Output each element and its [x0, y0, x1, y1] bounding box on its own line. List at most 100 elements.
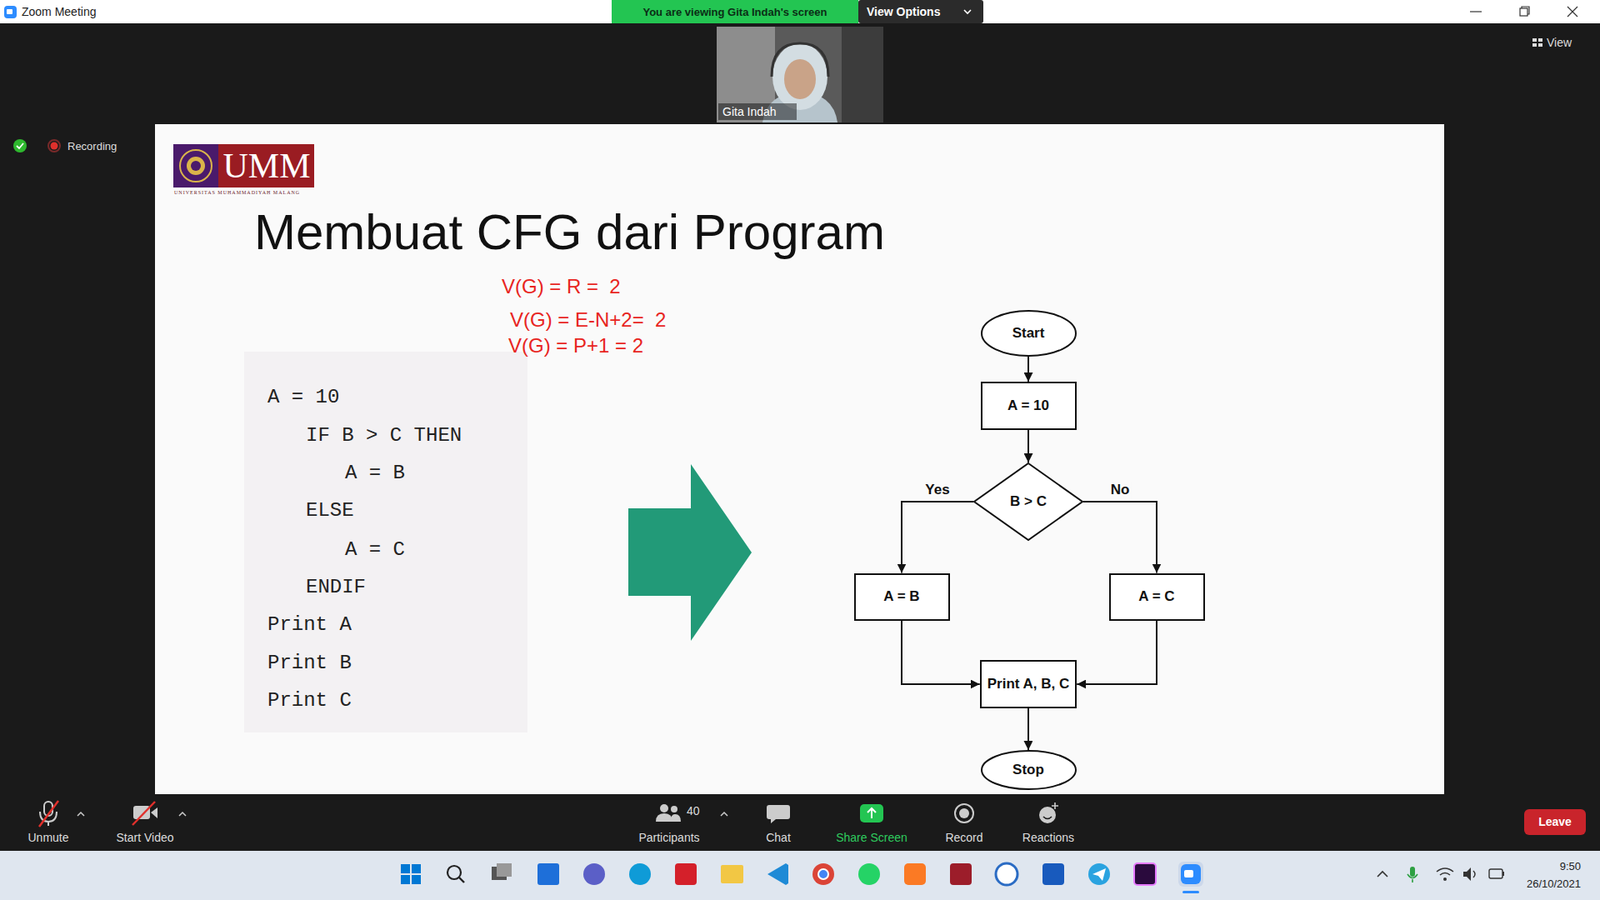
logo-text: UMM — [222, 145, 310, 186]
view-button: View — [1546, 35, 1572, 50]
code-line: IF B > C THEN — [305, 424, 462, 447]
record-icon — [955, 804, 974, 823]
logo-emblem — [180, 150, 212, 182]
flow-connector — [1027, 430, 1030, 463]
node-text: Print A, B, C — [987, 675, 1070, 693]
security-icon — [13, 139, 27, 153]
minimize-button — [1470, 10, 1482, 12]
headset — [771, 43, 829, 77]
search-icon — [459, 877, 465, 883]
windows-icon — [400, 864, 421, 885]
tray-wifi — [1436, 868, 1454, 875]
share-icon — [860, 804, 884, 823]
telegram-icon — [1092, 868, 1106, 881]
mendeley-icon — [950, 863, 972, 885]
flow-connector — [1083, 501, 1157, 574]
flow-connector — [1027, 356, 1030, 382]
code-line: A = C — [345, 538, 405, 561]
security-icon — [16, 143, 24, 149]
tray-battery — [1502, 871, 1505, 876]
word-icon — [1042, 863, 1065, 885]
toolbar-label: Participants — [638, 830, 700, 845]
slide — [155, 124, 1445, 795]
code-line: Print C — [267, 689, 352, 712]
tray-mic — [1410, 866, 1415, 877]
formula: V(G) = R = 2 — [501, 275, 621, 299]
process-box: A = C — [1109, 573, 1205, 621]
chevron-icon — [964, 10, 971, 14]
acrobat-icon — [675, 863, 697, 885]
node-text: A = C — [1138, 588, 1175, 605]
toolbar-label: Start Video — [115, 830, 174, 845]
share-icon — [867, 808, 876, 819]
node-text: Stop — [1012, 761, 1045, 779]
premiere-icon — [1134, 863, 1156, 885]
code-line: ENDIF — [305, 575, 366, 599]
edge-icon — [629, 863, 651, 885]
participant-count: 40 — [686, 804, 700, 818]
close-button — [1567, 6, 1578, 17]
ellipse-shape — [981, 310, 1076, 356]
flow-connector — [901, 620, 980, 685]
window-title: Zoom Meeting — [21, 5, 96, 19]
code-line: A = 10 — [267, 385, 340, 409]
chevron-icon — [77, 812, 85, 816]
toolbar-label: Share Screen — [835, 830, 908, 845]
record-icon — [959, 808, 970, 819]
xampp-icon — [904, 863, 926, 885]
toolbar-label: Reactions — [1022, 830, 1075, 845]
active-app-bg — [1178, 861, 1204, 887]
app-icon — [995, 863, 1018, 885]
taskview-icon — [496, 863, 512, 877]
code-panel — [244, 351, 528, 733]
slide-title: Membuat CFG dari Program — [254, 203, 885, 261]
zoom-icon — [1180, 864, 1201, 885]
tray-mic — [1407, 874, 1418, 883]
decision-diamond: B > C — [973, 462, 1084, 541]
code-line: ELSE — [305, 499, 355, 522]
node-text: A = B — [883, 588, 920, 605]
title-bar — [0, 0, 1600, 24]
restore-button — [1521, 6, 1530, 15]
video-thumbnail — [716, 26, 884, 123]
toolbar-label: Unmute — [27, 830, 69, 845]
search-icon — [447, 865, 461, 880]
formula: V(G) = P+1 = 2 — [508, 334, 644, 358]
whatsapp-icon — [858, 863, 880, 885]
diamond-shape — [974, 463, 1083, 540]
mic-icon — [39, 800, 59, 827]
widgets-icon — [537, 863, 560, 885]
chevron-icon — [179, 812, 186, 816]
logo-emblem — [190, 160, 201, 171]
tray-chevron — [1377, 871, 1388, 877]
share-banner: You are viewing Gita Indah's screen — [642, 5, 827, 19]
recording-dot — [50, 142, 59, 150]
app-icon — [6, 9, 13, 15]
tray-volume — [1463, 867, 1471, 881]
chevron-icon — [720, 812, 728, 816]
code-line: Print A — [267, 613, 352, 636]
person-hijab — [772, 43, 828, 110]
terminal-ellipse: Start — [980, 310, 1077, 357]
ellipse-shape — [981, 750, 1076, 790]
transform-arrow — [628, 464, 752, 641]
leave-button-bg — [1524, 809, 1586, 835]
video-background — [841, 26, 884, 123]
active-indicator — [1182, 890, 1200, 894]
flow-connector — [1027, 708, 1030, 750]
participant-name: Gita Indah — [722, 105, 777, 119]
edge-label: No — [1109, 481, 1132, 499]
clock-time: 9:50 — [1560, 860, 1581, 873]
code-line: A = B — [345, 461, 405, 485]
explorer-icon — [720, 865, 744, 884]
restore-button — [1520, 8, 1528, 16]
share-banner-bg — [611, 0, 859, 24]
teams-icon — [583, 863, 605, 885]
view-options-bg — [858, 0, 984, 24]
name-tag-bg — [718, 103, 797, 120]
view-options-button: View Options — [866, 5, 940, 19]
logo-emblem — [186, 156, 205, 175]
